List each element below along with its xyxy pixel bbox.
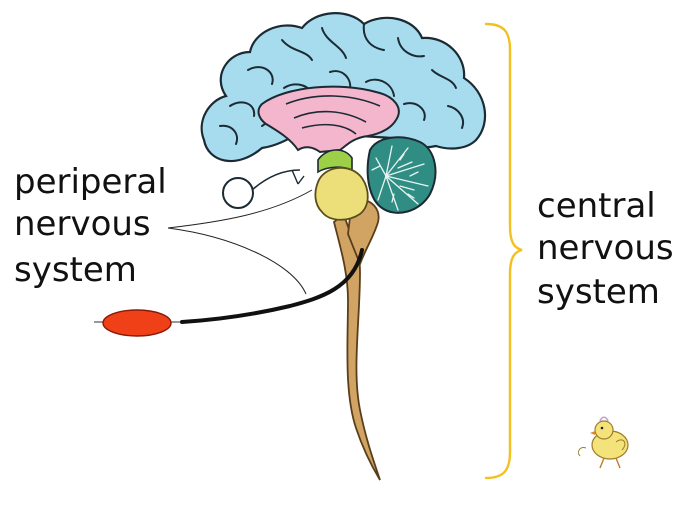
- pons: [314, 167, 369, 221]
- peripheral-label-line-2: nervous: [14, 204, 151, 244]
- chick-icon: [577, 416, 629, 469]
- peripheral-label-line-3: system: [14, 250, 137, 290]
- motor-nerve: [180, 248, 364, 324]
- optic-nerve: [251, 169, 301, 191]
- central-label-line-2: nervous: [537, 228, 674, 268]
- cns-bracket: [484, 22, 523, 480]
- muscle: [94, 309, 180, 337]
- peripheral-leader-lines: [167, 189, 313, 295]
- optic-nerve-branch: [291, 169, 305, 185]
- peripheral-label-line-1: periperal: [14, 162, 167, 202]
- central-label-line-1: central: [537, 186, 656, 226]
- central-label-line-3: system: [537, 272, 660, 312]
- cerebellum: [366, 136, 437, 214]
- eye: [222, 177, 254, 209]
- limbic-system: [257, 85, 400, 154]
